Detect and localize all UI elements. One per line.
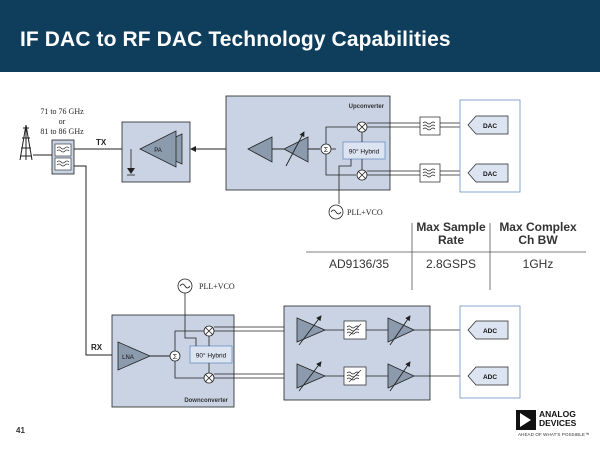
pll-vco-label: PLL+VCO [199,282,235,291]
freq-or-label: or [59,117,66,126]
adc-driver-icon [387,363,415,389]
freq-band-2-label: 81 to 86 GHz [40,127,84,136]
vga-amplifier-icon [296,363,327,389]
downconverter-hybrid-label: 90° Hybrid [196,352,227,360]
table-cell-sample-rate: 2.8GSPS [425,257,477,271]
table-header-sample-rate: Max Sample Rate [412,221,490,247]
pll-vco-label: PLL+VCO [347,208,383,217]
lna-label: LNA [122,355,134,361]
pa-amplifier-icon [139,130,177,168]
baseband-rx-block [283,305,431,401]
logo-name-line: ANALOG [539,409,576,419]
detector-diode-icon [127,168,135,174]
dac-label: DAC [483,171,497,178]
adc-label: ADC [483,328,497,335]
adc-driver-icon [387,317,415,343]
downconverter-label: Downconverter [184,398,228,404]
logo-name-line: DEVICES [539,418,577,428]
downconverter-hybrid [189,345,233,364]
antenna-icon [19,124,33,161]
header-line: Max Sample [416,220,486,234]
table-cell-bandwidth: 1GHz [522,257,554,271]
title-bar: IF DAC to RF DAC Technology Capabilities [0,0,600,72]
dac-block [467,115,509,135]
analog-devices-logo: ANALOG DEVICES AHEAD OF WHAT'S POSSIBLE™ [516,410,596,440]
dac-block [467,163,509,183]
svg-text:Σ: Σ [324,147,329,154]
upconverter-label: Upconverter [349,104,385,110]
header-line: Ch BW [518,233,558,247]
lowpass-filter-icon [419,163,441,183]
rx-label: RX [91,343,103,352]
logo-tagline: AHEAD OF WHAT'S POSSIBLE™ [518,432,590,437]
tx-label: TX [96,138,107,147]
lowpass-filter-icon [419,116,441,136]
adc-label: ADC [483,374,497,381]
duplexer-filter-icon [54,157,72,171]
lna-amplifier-icon [117,341,151,371]
table-cell-part: AD9136/35 [328,257,390,271]
duplexer-filter-icon [54,143,72,157]
pa-label: PA [154,148,162,154]
header-line: Max Complex [499,220,577,234]
dac-label: DAC [483,123,497,130]
adc-block [467,366,509,386]
header-line: Rate [437,233,464,247]
table-header-bandwidth: Max Complex Ch BW [490,221,586,247]
slide-title: IF DAC to RF DAC Technology Capabilities [20,28,451,51]
freq-band-1-label: 71 to 76 GHz [40,107,84,116]
upconverter-hybrid-label: 90° Hybrid [349,148,380,156]
logo-mark-icon [516,410,536,430]
adc-block [467,320,509,340]
upconverter-hybrid [342,141,386,160]
logo-name: ANALOG DEVICES [539,410,576,428]
svg-text:Σ: Σ [173,354,178,361]
page-number: 41 [16,426,25,435]
vga-amplifier-icon [296,317,327,343]
